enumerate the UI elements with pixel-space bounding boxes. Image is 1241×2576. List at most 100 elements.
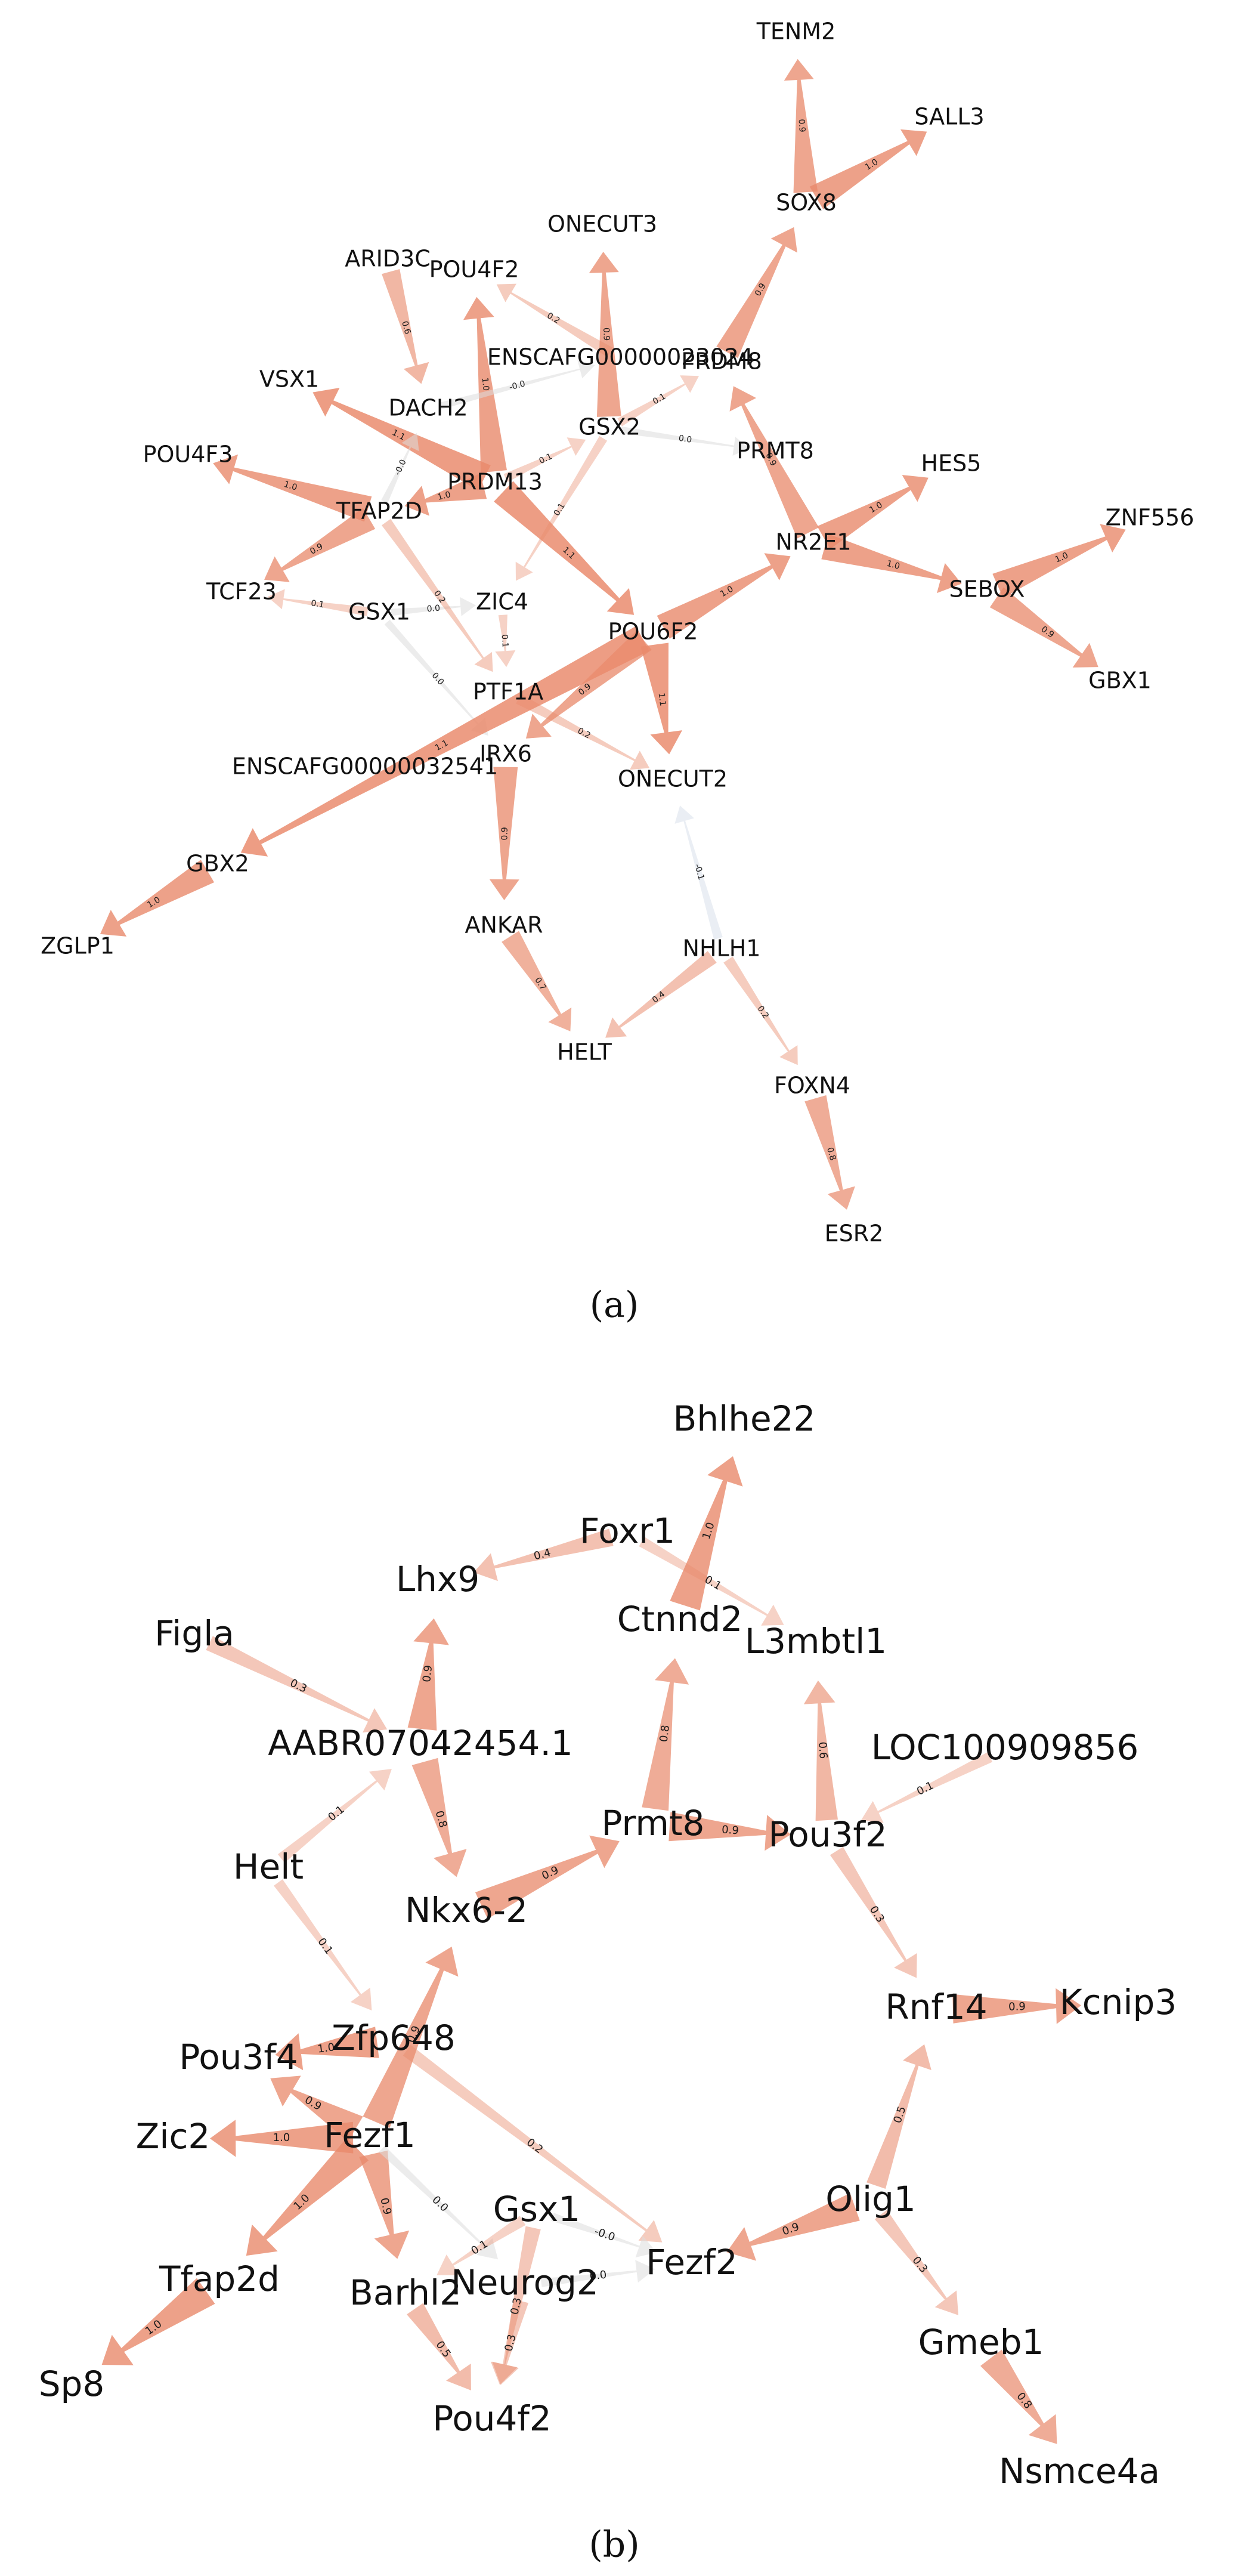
node-rnf14: Rnf14 — [885, 1987, 987, 2027]
edge-helt-to-zfp648 — [274, 1879, 372, 2010]
node-vsx1: VSX1 — [259, 366, 319, 393]
edge-nr2e1-to-prdm8 — [729, 386, 819, 539]
node-nr2e1: NR2E1 — [775, 529, 851, 555]
edge-prdm13-to-pou4f2 — [463, 296, 507, 473]
node-fezf2: Fezf2 — [646, 2242, 738, 2282]
node-pou6f2: POU6F2 — [608, 619, 698, 645]
node-olig1: Olig1 — [825, 2179, 916, 2219]
edge-nkx6-2-to-prmt8 — [475, 1835, 620, 1919]
edge-pou3f2-to-rnf14 — [830, 1846, 917, 1978]
node-pou4f3: POU4F3 — [143, 441, 233, 468]
edge-weight-label: -0.1 — [692, 863, 706, 881]
node-gsx2: GSX2 — [578, 414, 640, 440]
panel-b-edges — [101, 1456, 1081, 2444]
edge-gsx1-to-pou4f2 — [490, 2226, 541, 2385]
edge-ptf1a-to-onecut2 — [516, 694, 650, 770]
edge-prdm13-to-pou6f2 — [494, 481, 635, 615]
edge-aabr07042454.1-to-nkx6-2 — [411, 1758, 467, 1877]
edge-fezf1-to-barhl2 — [359, 2150, 410, 2259]
node-zglp1: ZGLP1 — [41, 933, 114, 959]
node-gbx2: GBX2 — [186, 851, 249, 877]
edge-figla-to-aabr07042454.1 — [206, 1636, 388, 1733]
node-prdm13: PRDM13 — [447, 469, 543, 495]
edge-weight-label: 0.3 — [502, 2333, 518, 2353]
node-l3mbtl1: L3mbtl1 — [745, 1621, 887, 1661]
edge-weight-label: -0.0 — [508, 379, 527, 392]
edge-weight-label: 0.9 — [601, 328, 611, 341]
node-sox8: SOX8 — [776, 190, 837, 216]
node-sebox: SEBOX — [949, 576, 1025, 603]
edge-weight-label: 1.1 — [656, 692, 667, 706]
edge-nr2e1-to-sebox — [821, 534, 962, 594]
edge-weight-label: 1.0 — [273, 2132, 290, 2144]
edge-prdm13-to-gsx2 — [503, 437, 586, 483]
edge-aabr07042454.1-to-lhx9 — [407, 1618, 449, 1731]
edge-pou6f2-to-gbx2 — [240, 626, 649, 857]
node-pou4f2: Pou4f2 — [432, 2398, 551, 2439]
node-figla: Figla — [154, 1613, 234, 1654]
edge-gsx2-to-prdm8 — [617, 375, 699, 427]
edge-weight-label: 0.8 — [433, 1809, 450, 1829]
edge-tfap2d-to-dach2 — [381, 433, 419, 504]
edge-weight-label: 0.9 — [797, 119, 807, 132]
edge-weight-label: 1.0 — [480, 377, 491, 391]
edge-gsx2-to-zic4 — [515, 435, 608, 581]
edge-weight-label: 0.0 — [426, 604, 441, 614]
node-sp8: Sp8 — [39, 2364, 105, 2404]
edge-fezf1-to-zic2 — [210, 2120, 354, 2157]
edge-gsx1-to-zic4 — [391, 597, 476, 616]
edge-tfap2d-to-pou4f3 — [213, 454, 372, 522]
edge-weight-label: 0.9 — [722, 1823, 739, 1837]
edge-zfp648-to-fezf2 — [403, 2044, 663, 2243]
node-enscafg00000023024: ENSCAFG00000023024 — [487, 344, 753, 370]
edge-weight-label: 0.1 — [499, 634, 509, 648]
node-neurog2: Neurog2 — [451, 2262, 599, 2303]
node-ptf1a: PTF1A — [473, 679, 543, 705]
edge-gsx1-to-irx6 — [384, 619, 488, 736]
edge-fezf1-to-neurog2 — [379, 2146, 499, 2260]
edge-nr2e1-to-hes5 — [817, 475, 929, 549]
node-irx6: IRX6 — [479, 741, 532, 767]
node-nsmce4a: Nsmce4a — [999, 2451, 1160, 2491]
edge-foxr1-to-lhx9 — [474, 1528, 614, 1582]
node-prmt8: PRMT8 — [736, 438, 814, 464]
edge-neurog2-to-pou4f2 — [492, 2299, 529, 2385]
edge-olig1-to-gmeb1 — [874, 2210, 959, 2315]
node-prmt8: Prmt8 — [602, 1803, 705, 1843]
node-esr2: ESR2 — [825, 1221, 884, 1247]
node-kcnip3: Kcnip3 — [1060, 1982, 1177, 2022]
node-onecut2: ONECUT2 — [618, 766, 728, 792]
edge-olig1-to-rnf14 — [866, 2044, 931, 2189]
node-arid3c: ARID3C — [345, 246, 431, 272]
node-prdm8: PRDM8 — [681, 348, 762, 375]
edge-neurog2-to-fezf2 — [540, 2260, 655, 2287]
edge-prdm13-to-tfap2d — [404, 473, 487, 516]
edge-olig1-to-fezf2 — [726, 2193, 860, 2261]
edge-barhl2-to-pou4f2 — [407, 2303, 471, 2390]
edge-weight-label: 0.8 — [658, 1724, 673, 1743]
edge-gsx1-to-tcf23 — [267, 589, 369, 616]
edge-sebox-to-gbx1 — [989, 587, 1098, 668]
edge-sox8-to-sall3 — [809, 129, 927, 209]
edge-weight-label: 0.9 — [420, 1664, 435, 1683]
node-pou3f4: Pou3f4 — [179, 2037, 298, 2077]
node-enscafg00000032541: ENSCAFG00000032541 — [232, 753, 498, 780]
node-helt: Helt — [233, 1846, 304, 1887]
node-ctnnd2: Ctnnd2 — [617, 1599, 742, 1639]
panel-b-caption: (b) — [589, 2524, 639, 2566]
node-sall3: SALL3 — [914, 104, 984, 130]
node-aabr07042454-1: AABR07042454.1 — [268, 1723, 573, 1763]
panel-a-caption: (a) — [590, 1284, 639, 1326]
edge-nhlh1-to-helt — [605, 951, 717, 1038]
node-gsx1: GSX1 — [348, 599, 410, 625]
node-ankar: ANKAR — [465, 912, 543, 938]
node-hes5: HES5 — [921, 450, 982, 477]
node-tfap2d: TFAP2D — [336, 498, 422, 524]
edge-fezf1-to-nkx6-2 — [363, 1947, 459, 2128]
node-lhx9: Lhx9 — [396, 1559, 479, 1599]
panel-a-network: 0.91.00.90.90.60.21.0-0.00.10.00.11.1-0.… — [41, 18, 1194, 1326]
edge-pou6f2-to-nr2e1 — [657, 553, 791, 639]
node-tcf23: TCF23 — [206, 579, 277, 605]
node-znf556: ZNF556 — [1106, 505, 1194, 531]
